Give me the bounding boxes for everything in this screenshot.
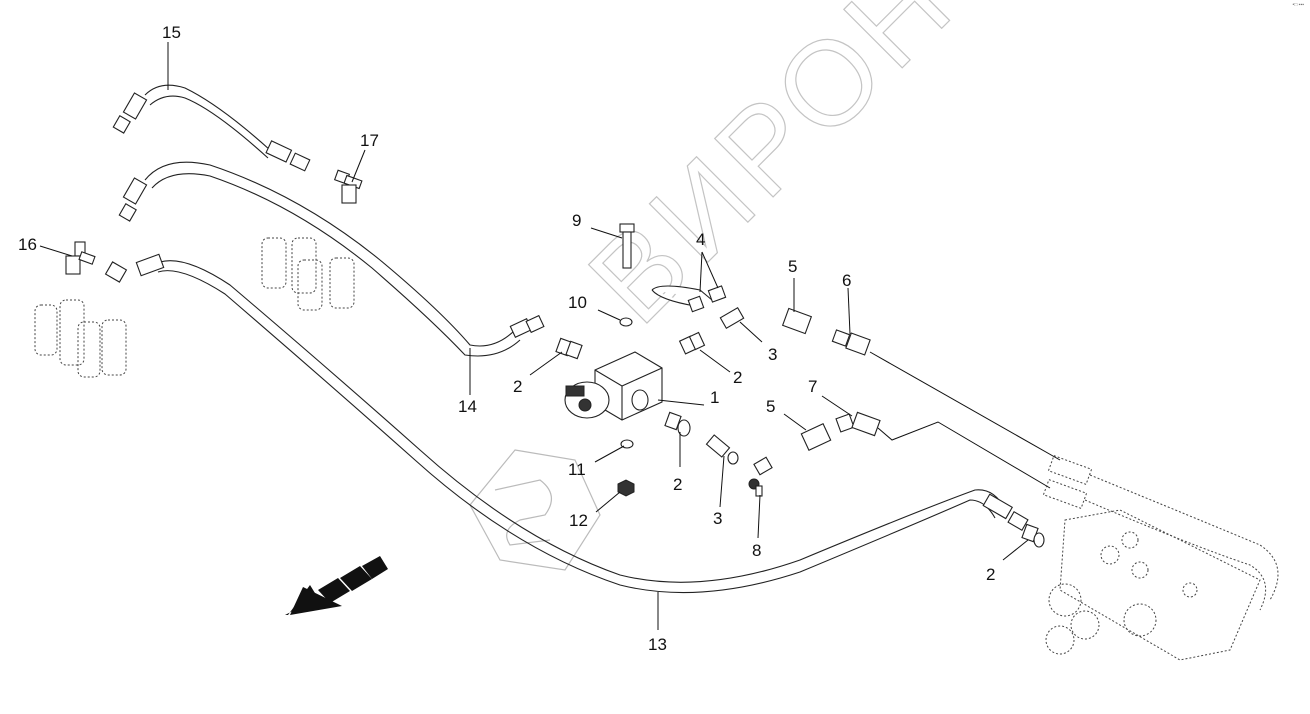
callout-3b[interactable]: 3 <box>713 509 722 528</box>
callout-4[interactable]: 4 <box>696 230 705 249</box>
callout-1[interactable]: 1 <box>710 388 719 407</box>
corner-mark: •□ ▪▪▪ <box>1292 2 1304 8</box>
callout-labels: 15 17 16 14 9 10 11 12 1 2 2 2 2 3 3 4 5… <box>18 23 995 654</box>
valve-block-1[interactable] <box>564 351 663 421</box>
hose-13[interactable] <box>104 253 1029 594</box>
svg-text:ВИРОН: ВИРОН <box>564 0 980 348</box>
watermark-text: ВИРОН <box>563 0 980 349</box>
elbow-fitting-8[interactable] <box>748 456 773 497</box>
callout-2a[interactable]: 2 <box>513 377 522 396</box>
tee-fitting-6[interactable] <box>831 329 871 356</box>
direction-arrow-icon <box>285 556 388 615</box>
control-valve-assembly <box>1042 455 1279 661</box>
adapter-5a[interactable] <box>781 307 813 335</box>
tee-fitting-17[interactable] <box>333 169 363 204</box>
valve-cartridges-left <box>34 299 127 378</box>
callout-2b[interactable]: 2 <box>733 368 742 387</box>
tee-fitting-7[interactable] <box>835 411 881 437</box>
callout-16[interactable]: 16 <box>18 235 37 254</box>
tee-fitting-16[interactable] <box>65 241 96 275</box>
bolt-9[interactable] <box>619 223 635 269</box>
watermark: ВИРОН <box>469 0 980 571</box>
tube-assembly-4[interactable] <box>651 285 727 313</box>
adapter-5b[interactable] <box>800 423 832 451</box>
callout-5a[interactable]: 5 <box>788 257 797 276</box>
callout-15[interactable]: 15 <box>162 23 181 42</box>
adapter-fitting-2c[interactable] <box>664 411 691 437</box>
callout-7[interactable]: 7 <box>808 377 817 396</box>
swivel-fitting-3b[interactable] <box>705 434 739 465</box>
callout-10[interactable]: 10 <box>568 293 587 312</box>
callout-12[interactable]: 12 <box>569 511 588 530</box>
callout-2d[interactable]: 2 <box>986 565 995 584</box>
hose-15[interactable] <box>112 84 311 172</box>
callout-11[interactable]: 11 <box>568 460 586 479</box>
adapter-fitting-2b[interactable] <box>678 331 706 355</box>
hose-14[interactable] <box>118 161 545 357</box>
valve-cartridges-center <box>261 237 355 311</box>
watermark-logo-glyph <box>494 479 552 546</box>
leader-lines <box>39 42 1029 630</box>
callout-17[interactable]: 17 <box>360 131 379 150</box>
callout-8[interactable]: 8 <box>752 541 761 560</box>
callout-3a[interactable]: 3 <box>768 345 777 364</box>
washer-10[interactable] <box>619 317 633 327</box>
callout-9[interactable]: 9 <box>572 211 581 230</box>
nut-12[interactable] <box>617 479 635 497</box>
callout-13[interactable]: 13 <box>648 635 667 654</box>
callout-6[interactable]: 6 <box>842 271 851 290</box>
callout-5b[interactable]: 5 <box>766 397 775 416</box>
swivel-fitting-3a[interactable] <box>719 307 745 329</box>
connection-lines <box>869 351 1061 489</box>
adapter-fitting-2a[interactable] <box>555 337 583 360</box>
callout-14[interactable]: 14 <box>458 397 477 416</box>
adapter-fitting-2d[interactable] <box>1021 523 1045 548</box>
callout-2c[interactable]: 2 <box>673 475 682 494</box>
